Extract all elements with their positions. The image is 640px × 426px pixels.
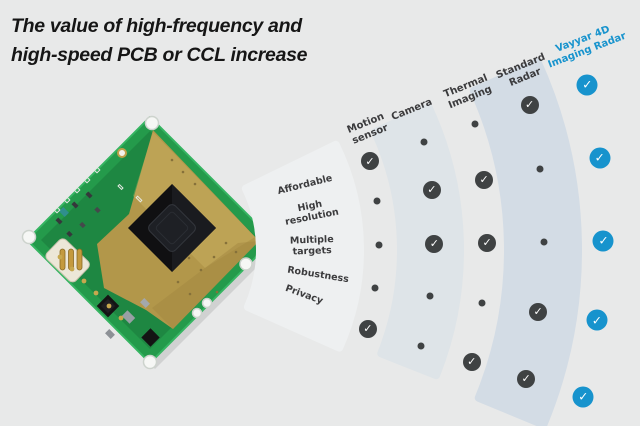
- pcb-antenna-shade: [152, 241, 259, 329]
- dot-icon-robustness-thermal-imaging: [478, 299, 486, 307]
- pcb-chip-die: [148, 204, 196, 252]
- check-icon-privacy-thermal-imaging: ✓: [462, 352, 481, 371]
- pcb-gold-ring-hole: [117, 148, 127, 158]
- pcb-connector: [45, 238, 90, 283]
- check-icon-high-resolution-thermal-imaging: ✓: [475, 170, 494, 189]
- check-icon-privacy-motion-sensor: ✓: [358, 319, 377, 338]
- pcb-edge-pads: [57, 254, 124, 321]
- check-icon-privacy-vayyar-4d-imaging-radar: ✓: [572, 386, 594, 408]
- dot-icon-multiple-targets-standard-radar: [540, 238, 548, 246]
- check-icon-multiple-targets-camera: ✓: [425, 234, 444, 253]
- dot-icon-affordable-camera: [420, 138, 428, 146]
- page-title: The value of high-frequency and high-spe…: [11, 12, 308, 70]
- fan-strip: [469, 58, 582, 426]
- pcb-vias: [170, 158, 238, 296]
- dot-icon-multiple-targets-motion-sensor: [375, 241, 383, 249]
- title-line-2: high-speed PCB or CCL increase: [11, 44, 308, 66]
- check-icon-robustness-vayyar-4d-imaging-radar: ✓: [586, 309, 608, 331]
- title-line-1: The value of high-frequency and: [11, 15, 302, 37]
- dot-icon-robustness-motion-sensor: [371, 284, 379, 292]
- check-icon-multiple-targets-vayyar-4d-imaging-radar: ✓: [592, 230, 614, 252]
- dot-icon-affordable-thermal-imaging: [471, 120, 479, 128]
- pcb-silkscreen: [53, 166, 143, 214]
- check-icon-robustness-standard-radar: ✓: [529, 302, 548, 321]
- check-icon-affordable-motion-sensor: ✓: [360, 152, 379, 171]
- pcb-antenna-highlight: [133, 132, 255, 268]
- fan-strip: [371, 103, 464, 380]
- dot-icon-high-resolution-motion-sensor: [373, 197, 381, 205]
- dot-icon-robustness-camera: [426, 292, 434, 300]
- dot-icon-privacy-camera: [417, 342, 425, 350]
- fan-strip: [241, 140, 364, 352]
- dot-icon-high-resolution-standard-radar: [536, 165, 544, 173]
- check-icon-multiple-targets-thermal-imaging: ✓: [478, 233, 497, 252]
- check-icon-affordable-vayyar-4d-imaging-radar: ✓: [576, 74, 598, 96]
- pcb-board-group: [21, 115, 278, 370]
- check-icon-high-resolution-camera: ✓: [422, 180, 441, 199]
- check-icon-privacy-standard-radar: ✓: [517, 369, 536, 388]
- pcb-chip-die-inner: [155, 211, 189, 245]
- check-icon-high-resolution-vayyar-4d-imaging-radar: ✓: [589, 147, 611, 169]
- check-icon-affordable-standard-radar: ✓: [520, 95, 539, 114]
